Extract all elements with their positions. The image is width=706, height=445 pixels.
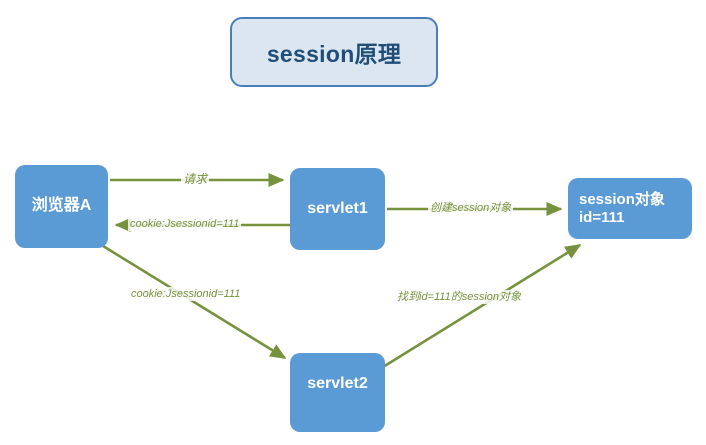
page-title: session原理 [266, 41, 402, 67]
edge-label-request: 请求 [181, 172, 210, 186]
node-session-object[interactable]: session对象 id=111 [568, 178, 692, 239]
node-session-object-label: session对象 id=111 [579, 190, 665, 226]
node-servlet2-label: servlet2 [307, 375, 368, 392]
node-servlet1[interactable]: servlet1 [290, 168, 385, 250]
node-servlet1-label: servlet1 [307, 199, 368, 217]
diagram-title-box: session原理 [230, 17, 438, 87]
node-servlet2[interactable]: servlet2 [290, 353, 385, 432]
edge-cookie-send [102, 244, 287, 360]
edge-label-find-session: 找到id=111的session对象 [395, 290, 524, 304]
node-browser-label: 浏览器A [31, 197, 92, 215]
edge-find-session [382, 243, 582, 369]
edge-label-cookie-back: cookie:Jsessionid=111 [128, 217, 242, 231]
node-browser[interactable]: 浏览器A [15, 165, 108, 248]
edge-label-create-session: 创建session对象 [428, 201, 514, 215]
edge-label-cookie-send: cookie:Jsessionid=111 [129, 287, 243, 301]
